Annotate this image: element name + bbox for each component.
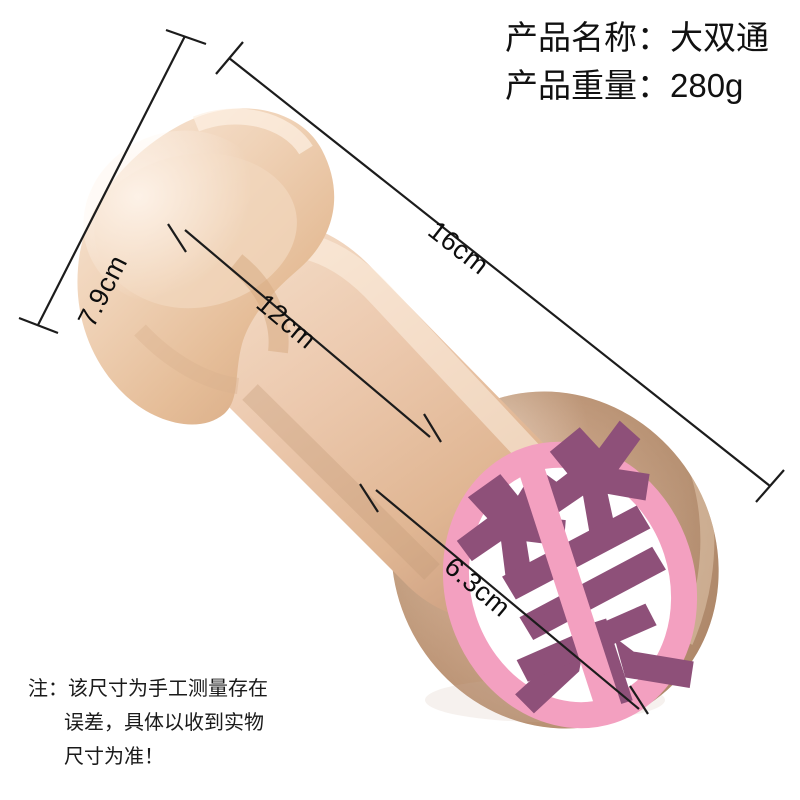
note-line-3: 尺寸为准！ (64, 746, 164, 768)
product-name-text: 产品名称：大双通 (505, 19, 769, 56)
dimension-line-12cm (167, 223, 442, 443)
product-head-bulb (77, 108, 335, 425)
note-line-1: 注：该尺寸为手工测量存在 (28, 678, 268, 700)
note-line-2: 误差，具体以收到实物 (64, 712, 264, 734)
product-spec-block: 产品名称：大双通 产品重量：280g (505, 18, 769, 106)
dimension-line-16cm (215, 41, 785, 503)
badge-slash (515, 454, 623, 716)
dimension-line-6-3cm (359, 483, 649, 715)
measurement-note: 注：该尺寸为手工测量存在 误差，具体以收到实物 尺寸为准！ (28, 672, 268, 774)
badge-glyph (456, 420, 694, 714)
dimension-line-7-9cm (18, 28, 207, 335)
product-weight-text: 产品重量：280g (505, 67, 744, 104)
